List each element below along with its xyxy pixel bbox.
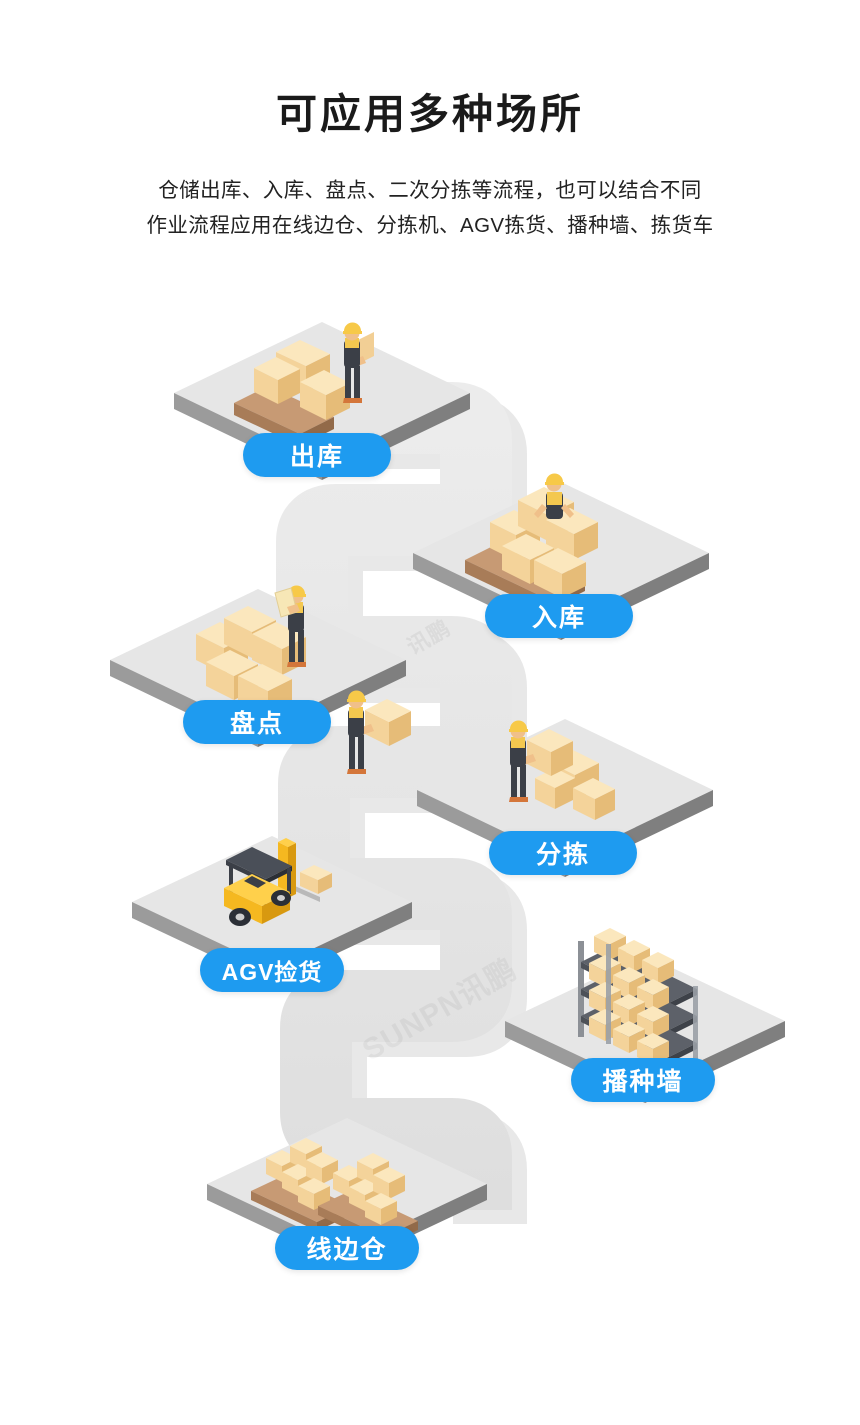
page-subtitle: 仓储出库、入库、盘点、二次分拣等流程，也可以结合不同 作业流程应用在线边仓、分拣…: [0, 174, 860, 243]
worker-figure: [274, 585, 306, 667]
step-label-inbound[interactable]: 入库: [485, 594, 633, 638]
platform-agv-picking: [132, 836, 412, 984]
carton-group: [589, 928, 674, 1065]
header: 可应用多种场所 仓储出库、入库、盘点、二次分拣等流程，也可以结合不同 作业流程应…: [0, 0, 860, 243]
step-label-sorting[interactable]: 分拣: [489, 831, 637, 875]
step-label-agv-picking[interactable]: AGV捡货: [200, 948, 344, 992]
platform-sorting: [417, 719, 713, 877]
worker-figure-on-path: [347, 690, 411, 774]
step-label-line-side[interactable]: 线边仓: [275, 1226, 419, 1270]
worker-figure: [343, 322, 374, 403]
subtitle-line-2: 作业流程应用在线边仓、分拣机、AGV拣货、播种墙、拣货车: [146, 213, 714, 237]
carton-group: [266, 1138, 338, 1210]
platform-put-wall: [505, 928, 785, 1103]
worker-figure: [509, 720, 573, 802]
forklift-icon: [224, 838, 332, 926]
shelving-rack-icon: [578, 928, 698, 1086]
winding-path: [276, 382, 527, 1224]
worker-figure: [534, 473, 574, 519]
carton-group: [254, 340, 350, 420]
page-title: 可应用多种场所: [276, 91, 584, 137]
carton-group: [333, 1153, 405, 1225]
subtitle-line-1: 仓储出库、入库、盘点、二次分拣等流程，也可以结合不同: [158, 179, 702, 203]
step-label-outbound[interactable]: 出库: [243, 433, 391, 477]
step-label-put-wall[interactable]: 播种墙: [571, 1058, 715, 1102]
step-label-stocktake[interactable]: 盘点: [183, 700, 331, 744]
